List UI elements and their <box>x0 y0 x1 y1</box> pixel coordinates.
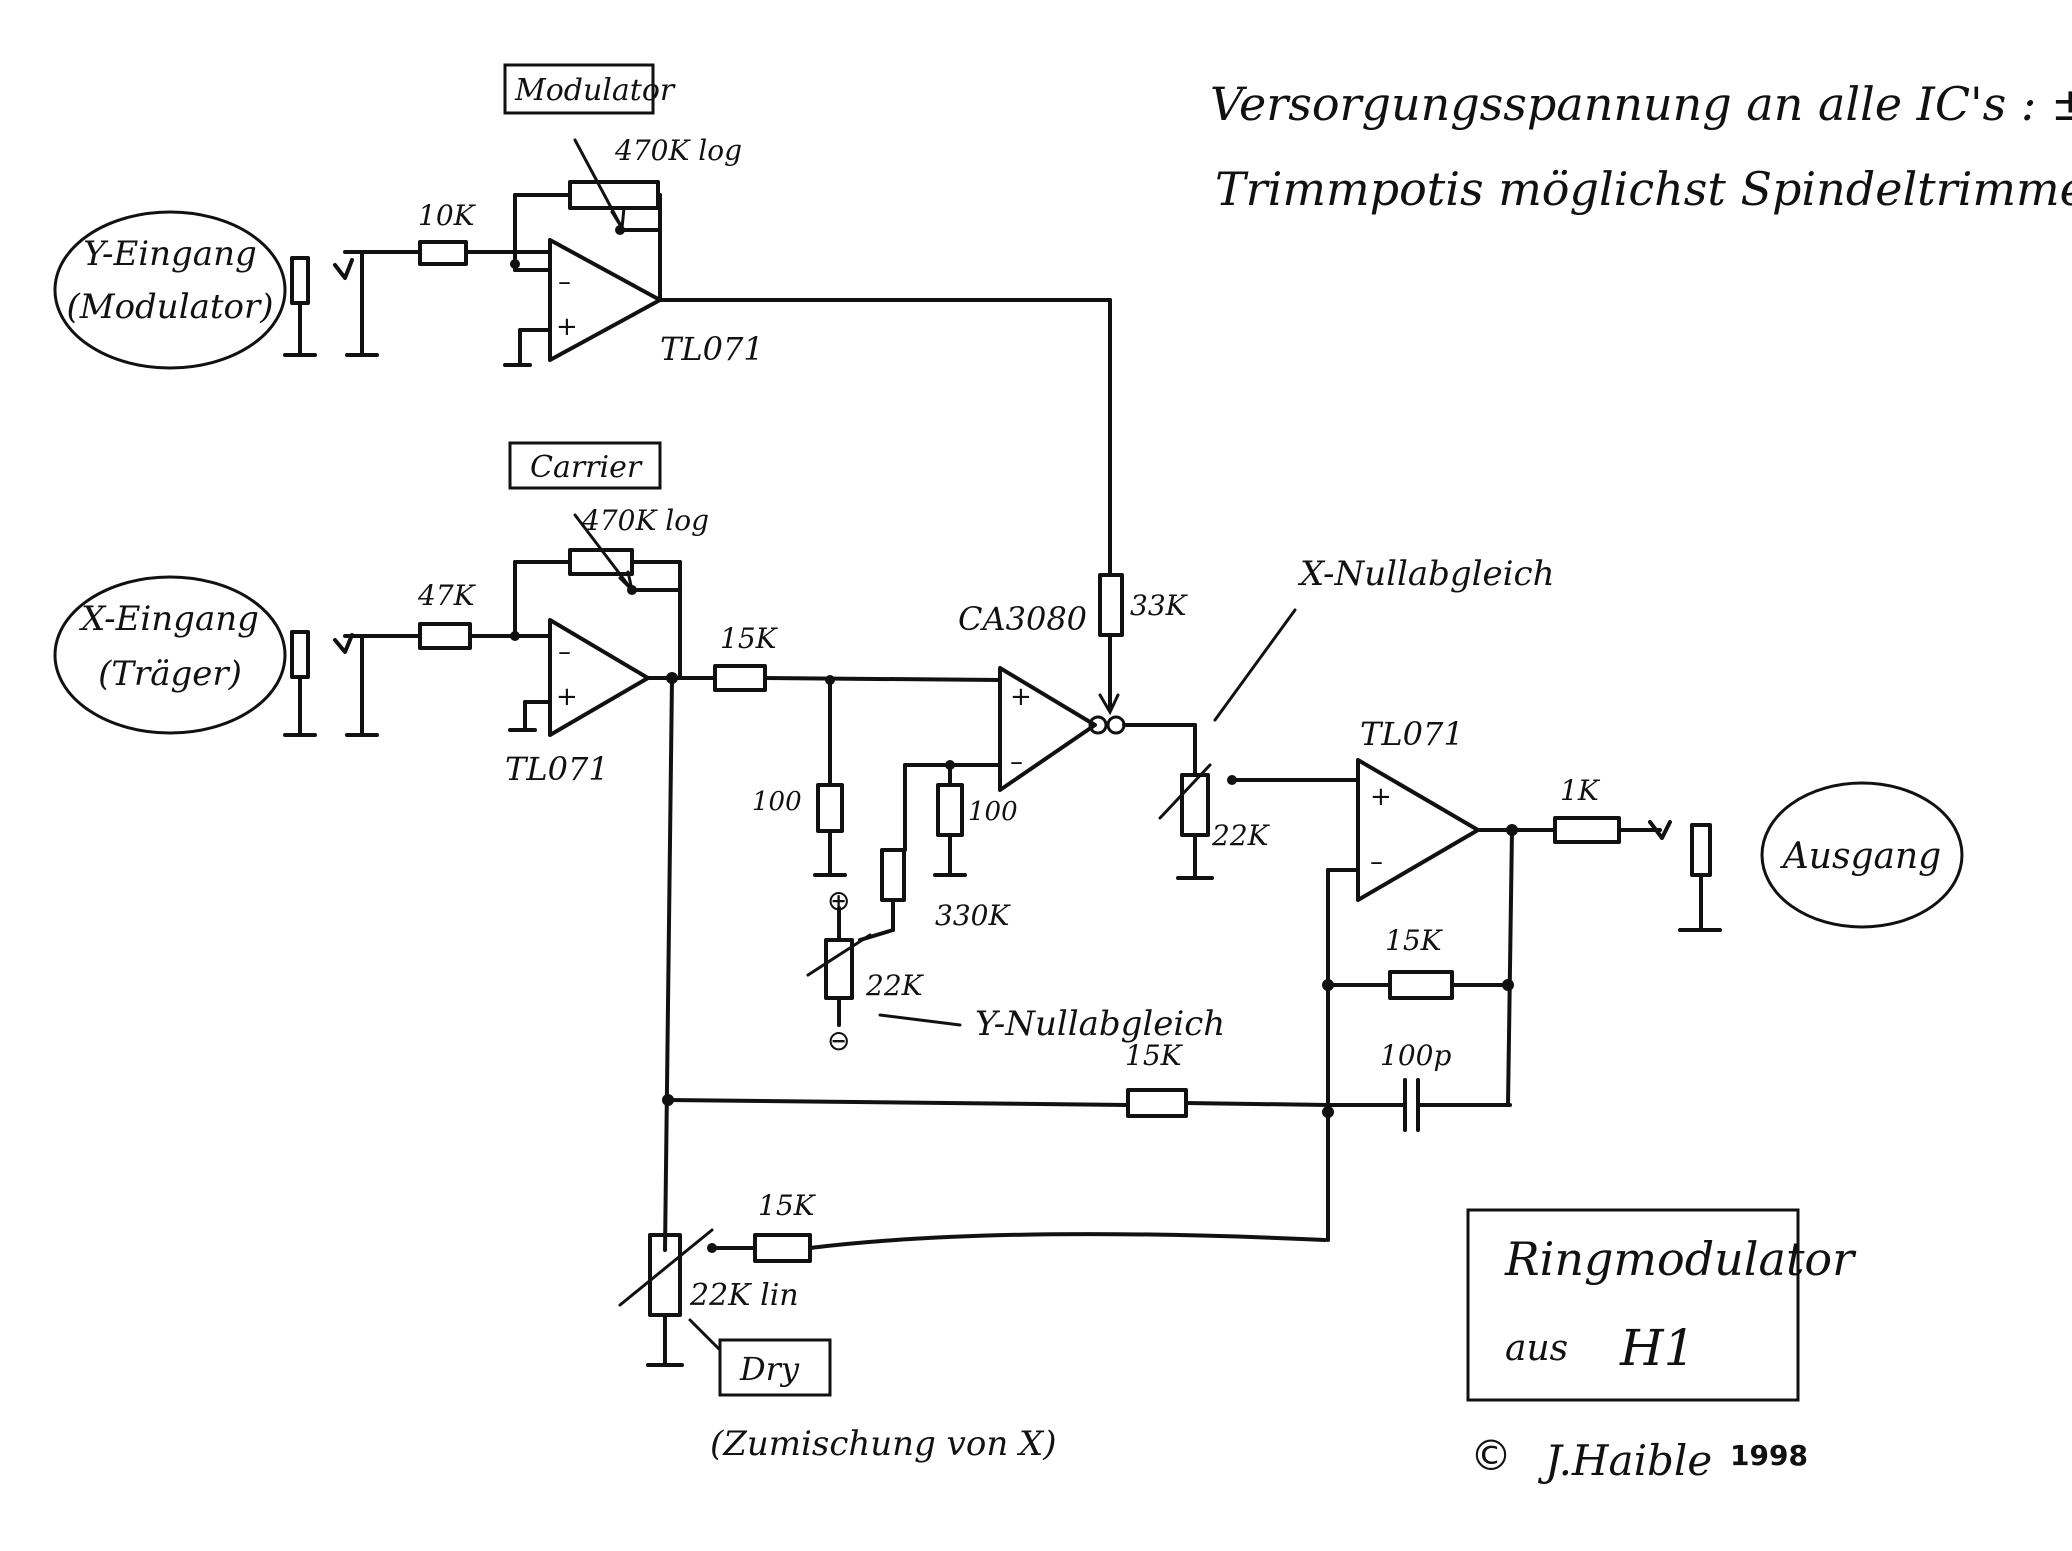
resistor-100-b-label: 100 <box>968 797 1018 827</box>
dry-box-label: Dry <box>739 1350 800 1388</box>
trimmer-note: Trimmpotis möglichst Spindeltrimmer <box>1215 162 2072 216</box>
dry-box <box>718 1338 832 1397</box>
pot-22k-x-null[interactable] <box>1180 773 1210 837</box>
ota-ca3080-label: CA3080 <box>958 600 1087 638</box>
carrier-box <box>508 441 662 490</box>
title-line1: Ringmodulator <box>1504 1232 1857 1286</box>
resistor-47k <box>418 622 472 650</box>
y-input-sublabel: (Modulator) <box>66 287 273 327</box>
resistor-100-a-label: 100 <box>752 787 802 817</box>
resistor-10k <box>418 240 468 266</box>
x-input-jack <box>290 630 310 679</box>
resistor-15k-feedback <box>1388 970 1454 1000</box>
x-input-label: X-Eingang <box>78 599 259 639</box>
svg-text:–: – <box>1010 747 1023 777</box>
resistor-1k-label: 1K <box>1560 774 1601 807</box>
y-null-label: Y-Nullabgleich <box>975 1004 1225 1044</box>
title-box <box>1466 1208 1800 1402</box>
opamp-3 <box>1356 758 1480 902</box>
resistor-33k <box>1098 573 1124 637</box>
pot-22k-lin-label: 22K lin <box>689 1278 799 1313</box>
y-input-label: Y-Eingang <box>83 234 257 274</box>
resistor-330k <box>880 848 906 902</box>
output-jack <box>1690 823 1712 877</box>
pot-22k-y-label: 22K <box>865 969 925 1002</box>
copyright-year: 1998 <box>1730 1439 1808 1472</box>
resistor-15k-c-label: 15K <box>758 1189 817 1222</box>
opamp-2-label: TL071 <box>505 750 609 788</box>
title-line2: aus <box>1505 1328 1568 1369</box>
opamp-1-label: TL071 <box>660 330 764 368</box>
resistor-15k-b-label: 15K <box>1125 1039 1184 1072</box>
resistor-15k-a-label: 15K <box>720 622 779 655</box>
dry-note: (Zumischung von X) <box>710 1424 1057 1464</box>
opamp-2 <box>548 618 650 737</box>
minus-supply-symbol: ⊖ <box>827 1024 850 1057</box>
svg-text:+: + <box>1370 782 1392 812</box>
opamp-3-label: TL071 <box>1360 715 1464 753</box>
pot-470k-modulator[interactable] <box>568 180 660 210</box>
x-input-sublabel: (Träger) <box>98 654 242 694</box>
y-input-jack <box>290 256 310 305</box>
x-null-label: X-Nullabgleich <box>1297 554 1555 594</box>
y-input-bubble <box>53 210 287 370</box>
svg-text:–: – <box>558 637 571 667</box>
copyright-author: J.Haible <box>1537 1436 1712 1485</box>
svg-text:+: + <box>556 312 578 342</box>
plus-supply-symbol: ⊕ <box>827 884 850 917</box>
supply-note: Versorgungsspannung an alle IC's : ±15V <box>1210 77 2072 131</box>
pot-22k-x-label: 22K <box>1211 819 1271 852</box>
modulator-box <box>503 63 655 115</box>
resistor-100-a <box>816 783 844 833</box>
output-label: Ausgang <box>1780 836 1941 877</box>
ota-ca3080 <box>998 666 1097 792</box>
svg-text:–: – <box>558 267 571 297</box>
pot-470k-modulator-label: 470K log <box>614 134 742 167</box>
output-bubble <box>1760 781 1964 929</box>
opamp-1 <box>548 238 662 362</box>
resistor-33k-label: 33K <box>1130 589 1189 622</box>
resistor-100-b <box>936 783 964 837</box>
resistor-1k <box>1553 816 1621 844</box>
carrier-box-label: Carrier <box>530 450 643 485</box>
resistor-10k-label: 10K <box>418 199 477 232</box>
resistor-15k-c <box>753 1233 812 1263</box>
modulator-box-label: Modulator <box>514 73 676 108</box>
resistor-47k-label: 47K <box>417 579 477 612</box>
svg-text:+: + <box>1010 682 1032 712</box>
copyright-symbol: © <box>1470 1431 1512 1480</box>
resistor-330k-label: 330K <box>935 899 1011 932</box>
resistor-15k-fb-label: 15K <box>1385 924 1444 957</box>
svg-text:+: + <box>556 682 578 712</box>
x-input-bubble <box>53 575 287 735</box>
svg-text:–: – <box>1370 847 1383 877</box>
title-line3: H1 <box>1619 1319 1695 1377</box>
capacitor-100p-label: 100p <box>1380 1039 1451 1072</box>
resistor-15k-b <box>1126 1088 1188 1118</box>
resistor-15k-a <box>713 664 767 692</box>
pot-470k-carrier[interactable] <box>568 548 634 576</box>
pot-470k-carrier-label: 470K log <box>581 504 709 537</box>
